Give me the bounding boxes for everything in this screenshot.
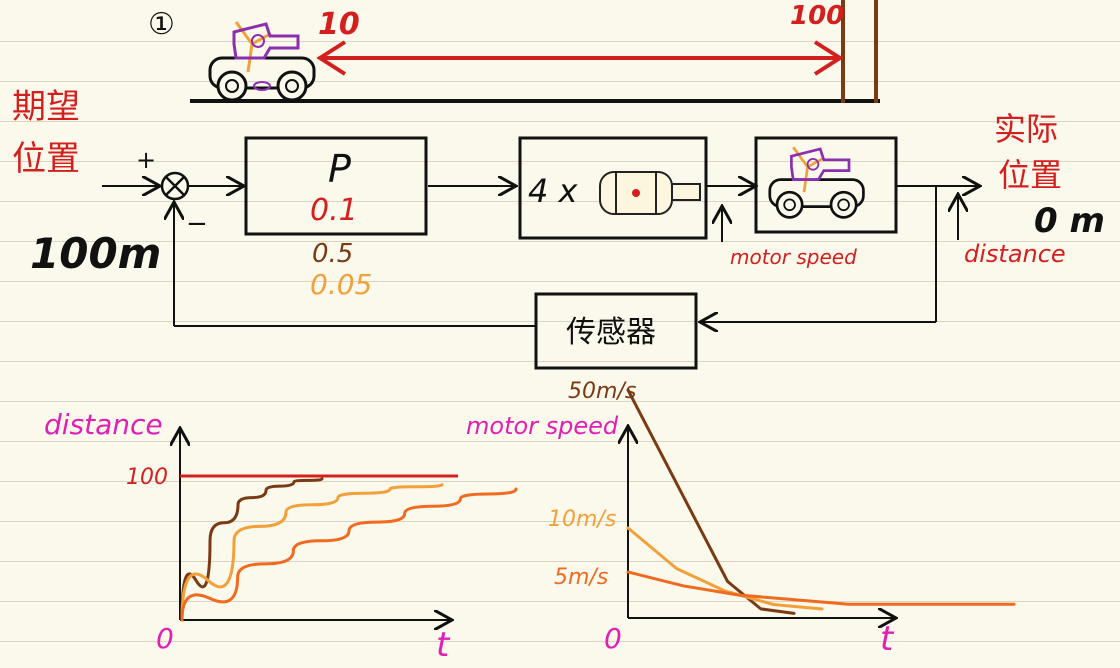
target-position-label: 100	[790, 1, 844, 31]
target-wall	[841, 0, 878, 103]
step-marker: ①	[148, 7, 175, 42]
series-line-gain-0-05	[180, 487, 518, 622]
speed-chart-xlabel: t	[880, 619, 895, 659]
setpoint-label-line1: 期望	[12, 87, 80, 127]
speed-chart-ytick-5: 5m/s	[554, 565, 608, 590]
sensor-label: 传感器	[566, 315, 656, 350]
speed-chart-ytick-10: 10m/s	[548, 507, 616, 532]
plus-sign: +	[136, 146, 156, 174]
car-block	[754, 136, 898, 234]
robot-car-small-icon	[768, 146, 865, 219]
speed-chart-origin: 0	[604, 622, 622, 655]
setpoint-value: 100m	[30, 229, 161, 278]
distance-chart: distance 100 0 t	[44, 408, 518, 665]
series-line-gain-0-5	[180, 477, 324, 622]
controller-block	[244, 136, 428, 236]
output-label-line1: 实际	[994, 110, 1058, 148]
motor-block	[518, 136, 708, 240]
speed-series-gain-0-1	[626, 526, 824, 611]
sensor-block	[534, 292, 698, 370]
series-line-gain-0-1	[180, 483, 444, 622]
distance-chart-ylabel: distance	[44, 408, 163, 441]
output-label-line2: 位置	[998, 156, 1062, 194]
motor-gain: 4 x	[528, 172, 579, 210]
setpoint-label-line2: 位置	[12, 139, 80, 179]
speed-chart-ylabel: motor speed	[466, 412, 619, 440]
feedback-path	[174, 186, 937, 326]
start-position-label: 10	[318, 7, 360, 42]
distance-chart-origin: 0	[156, 622, 174, 655]
speed-series-gain-0-5	[626, 388, 796, 615]
motor-speed-chart: motor speed 50m/s 10m/s 5m/s 0 t	[466, 379, 1016, 659]
motor-icon	[599, 171, 701, 215]
distance-label: distance	[964, 240, 1066, 268]
minus-sign: −	[186, 209, 208, 239]
speed-series-gain-0-05	[626, 570, 1016, 606]
distance-chart-ytick: 100	[126, 465, 168, 490]
motor-speed-label: motor speed	[730, 245, 857, 269]
summing-junction	[160, 171, 190, 201]
robot-car-icon	[208, 21, 316, 102]
gain-0-5: 0.5	[312, 239, 353, 269]
gain-0-1: 0.1	[310, 193, 358, 228]
distance-arrow	[316, 40, 844, 76]
gain-0-05: 0.05	[310, 268, 372, 301]
speed-chart-ytick-50: 50m/s	[568, 379, 636, 404]
output-value: 0 m	[1034, 201, 1105, 241]
distance-chart-xlabel: t	[436, 625, 451, 665]
controller-title: P	[328, 147, 351, 191]
